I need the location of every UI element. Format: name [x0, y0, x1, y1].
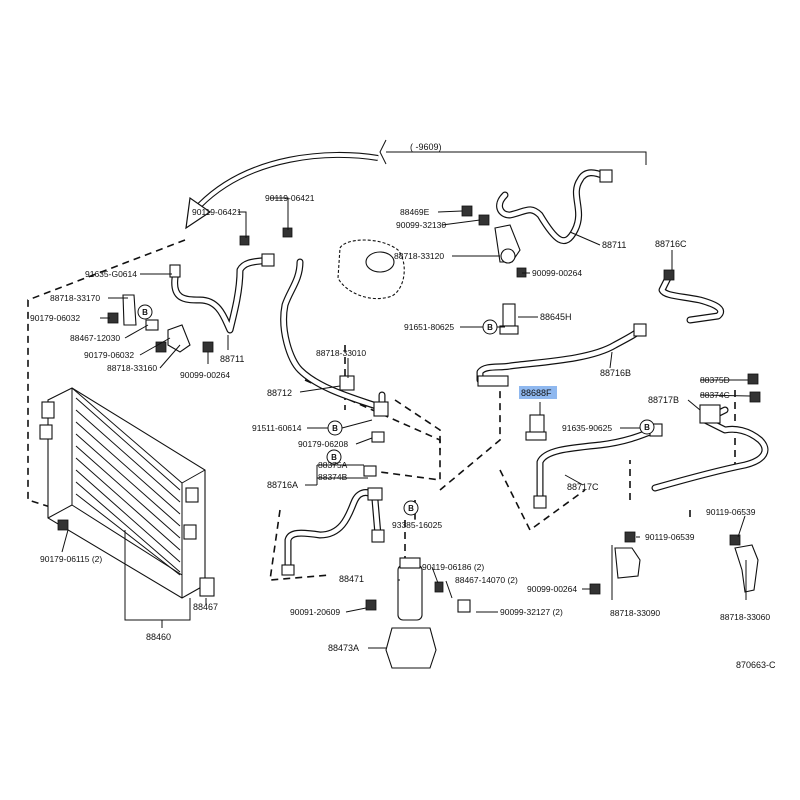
- label-88688F[interactable]: 88688F: [521, 388, 552, 398]
- fasteners-left: [57, 227, 293, 531]
- label-90099-00264-c[interactable]: 90099-00264: [527, 584, 577, 594]
- tube-88717C: [533, 423, 663, 509]
- compressor: [337, 239, 405, 300]
- switch-88645H: [499, 303, 519, 335]
- label-90119-06421-a[interactable]: 90119-06421: [192, 207, 242, 217]
- label-88375D[interactable]: 88375D: [700, 375, 730, 385]
- range-bracket: ( -9609): [379, 139, 647, 165]
- label-88716B[interactable]: 88716B: [600, 368, 631, 378]
- label-91651-80625[interactable]: 91651-80625: [404, 322, 454, 332]
- label-90119-06186[interactable]: 90119-06186 (2): [422, 562, 484, 572]
- label-88471[interactable]: 88471: [339, 574, 364, 584]
- leader-lines: [61, 197, 751, 649]
- label-88467-14070[interactable]: 88467-14070 (2): [455, 575, 518, 585]
- label-88467-12030[interactable]: 88467-12030: [70, 333, 120, 343]
- label-90119-06539-a[interactable]: 90119-06539: [706, 507, 756, 517]
- label-88473A[interactable]: 88473A: [328, 643, 359, 653]
- label-90099-32127[interactable]: 90099-32127 (2): [500, 607, 563, 617]
- label-90119-06539-b[interactable]: 90119-06539: [645, 532, 695, 542]
- label-88717C[interactable]: 88717C: [567, 482, 599, 492]
- label-90179-06032-a[interactable]: 90179-06032: [30, 313, 80, 323]
- label-88467[interactable]: 88467: [193, 602, 218, 612]
- label-90179-06208[interactable]: 90179-06208: [298, 439, 348, 449]
- label-91511-60614[interactable]: 91511-60614: [252, 423, 302, 433]
- label-90091-20609[interactable]: 90091-20609: [290, 607, 340, 617]
- hose-88711-left: [169, 253, 275, 334]
- label-93385-16025[interactable]: 93385-16025: [392, 520, 442, 530]
- tube-88712: [280, 258, 389, 443]
- label-88716C[interactable]: 88716C: [655, 239, 687, 249]
- label-90119-06421-b[interactable]: 90119-06421: [265, 193, 315, 203]
- label-88711-b[interactable]: 88711: [602, 240, 626, 250]
- connector-b: B: [408, 504, 414, 513]
- label-90179-06115[interactable]: 90179-06115 (2): [40, 554, 102, 564]
- tube-88717B: [651, 373, 769, 492]
- tube-88716A: [281, 465, 385, 576]
- sensor-88688F: [525, 405, 547, 441]
- connector-b: B: [331, 453, 337, 462]
- label-88718-33060[interactable]: 88718-33060: [720, 612, 770, 622]
- tube-88716C: [658, 269, 725, 324]
- diagram-code: 870663-C: [736, 660, 776, 670]
- label-88711-a[interactable]: 88711: [220, 354, 244, 364]
- label-88716A[interactable]: 88716A: [267, 480, 298, 490]
- label-88645H[interactable]: 88645H: [540, 312, 572, 322]
- label-88717B[interactable]: 88717B: [648, 395, 679, 405]
- receiver-88471: [365, 557, 471, 669]
- label-90179-06032-b[interactable]: 90179-06032: [84, 350, 134, 360]
- connector-b: B: [487, 323, 493, 332]
- label-91635-G0614[interactable]: 91635-G0614: [85, 269, 137, 279]
- label-91635-90625[interactable]: 91635-90625: [562, 423, 612, 433]
- label-88460[interactable]: 88460: [146, 632, 171, 642]
- label-88712[interactable]: 88712: [267, 388, 292, 398]
- hose-88711-upper: [461, 169, 613, 278]
- label-90099-00264-b[interactable]: 90099-00264: [532, 268, 582, 278]
- label-88374B[interactable]: 88374B: [318, 472, 348, 482]
- assembly-arrow: [185, 151, 379, 230]
- connector-b: B: [644, 423, 650, 432]
- label-88718-33160[interactable]: 88718-33160: [107, 363, 157, 373]
- part-labels: 90119-06421 90119-06421 91635-G0614 8871…: [30, 193, 776, 670]
- bracket-88718-33060: [729, 534, 759, 593]
- bracket-88718-33090: [589, 531, 641, 595]
- label-88718-33090[interactable]: 88718-33090: [610, 608, 660, 618]
- label-88469E[interactable]: 88469E: [400, 207, 430, 217]
- condenser-88460: [39, 387, 215, 599]
- label-88374C[interactable]: 88374C: [700, 390, 730, 400]
- label-88718-33170[interactable]: 88718-33170: [50, 293, 100, 303]
- connector-b: B: [332, 424, 338, 433]
- range-note: ( -9609): [410, 142, 442, 152]
- highlight-88688F: [519, 386, 557, 399]
- connector-b: B: [142, 308, 148, 317]
- label-88375A[interactable]: 88375A: [318, 460, 348, 470]
- label-90099-00264-a[interactable]: 90099-00264: [180, 370, 230, 380]
- label-90099-32130[interactable]: 90099-32130: [396, 220, 446, 230]
- label-88718-33120[interactable]: 88718-33120: [394, 251, 444, 261]
- label-88718-33010[interactable]: 88718-33010: [316, 348, 366, 358]
- tube-88716B: [476, 323, 647, 387]
